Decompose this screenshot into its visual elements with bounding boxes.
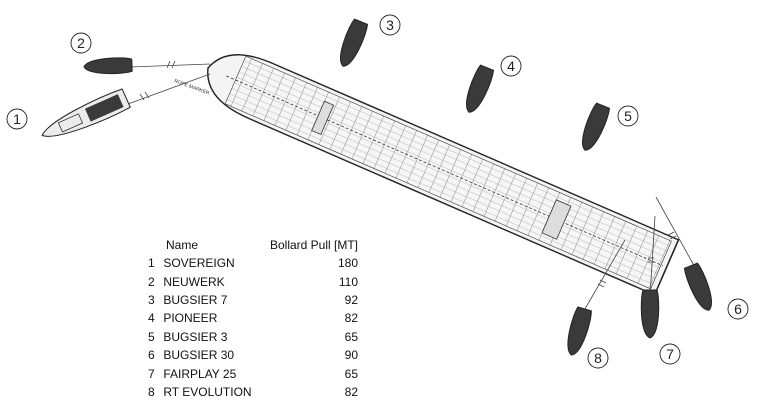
tug-name: NEUWERK bbox=[163, 274, 225, 289]
row-number: 8 bbox=[148, 384, 155, 399]
bollard-pull-value: 65 bbox=[344, 329, 358, 344]
table-row: 1 SOVEREIGN 180 bbox=[148, 254, 358, 272]
svg-text:1: 1 bbox=[13, 111, 21, 127]
bollard-pull-value: 90 bbox=[344, 348, 358, 363]
ship-engine-house bbox=[541, 199, 572, 240]
table-row: 4 PIONEER 82 bbox=[148, 309, 358, 327]
tow-line-1 bbox=[127, 73, 211, 105]
table-row: 8 RT EVOLUTION 82 bbox=[148, 383, 358, 401]
row-number: 3 bbox=[148, 292, 155, 307]
row-number: 4 bbox=[148, 311, 155, 326]
label-circle-4: 4 bbox=[500, 55, 522, 77]
row-number: 7 bbox=[148, 366, 155, 381]
label-circle-3: 3 bbox=[379, 14, 401, 36]
bollard-pull-value: 82 bbox=[344, 384, 358, 399]
table-row: 3 BUGSIER 7 92 bbox=[148, 291, 358, 309]
tow-line-8 bbox=[581, 239, 626, 315]
ship-bridge bbox=[311, 100, 335, 136]
tug-1 bbox=[41, 88, 131, 137]
tug-7 bbox=[640, 289, 660, 339]
svg-text:2: 2 bbox=[77, 35, 85, 51]
label-circle-1: 1 bbox=[6, 108, 28, 130]
ship-centerline bbox=[226, 75, 664, 267]
tug-name: RT EVOLUTION bbox=[163, 384, 252, 399]
tug-number-labels: 1 2 3 4 5 6 7 bbox=[6, 14, 749, 369]
svg-text:6: 6 bbox=[734, 301, 742, 317]
tow-line-2 bbox=[129, 63, 211, 68]
svg-text:5: 5 bbox=[624, 108, 632, 124]
bollard-pull-value: 92 bbox=[344, 292, 358, 307]
tug-name: BUGSIER 7 bbox=[163, 292, 228, 307]
row-number: 6 bbox=[148, 348, 155, 363]
svg-text:8: 8 bbox=[594, 350, 602, 366]
tow-lines bbox=[127, 60, 698, 315]
tug-3 bbox=[340, 18, 369, 67]
tug-name: BUGSIER 3 bbox=[163, 329, 228, 344]
svg-text:4: 4 bbox=[507, 58, 515, 74]
svg-text:3: 3 bbox=[386, 17, 394, 33]
row-number: 1 bbox=[148, 256, 155, 271]
tug-2 bbox=[83, 57, 133, 75]
tug-8 bbox=[567, 306, 592, 356]
row-number: 2 bbox=[148, 274, 155, 289]
tug-name: FAIRPLAY 25 bbox=[163, 366, 237, 381]
tug-name: SOVEREIGN bbox=[163, 256, 235, 271]
tow-line-7 bbox=[649, 215, 656, 297]
header-name: Name bbox=[166, 238, 199, 252]
bollard-pull-value: 180 bbox=[337, 256, 358, 271]
label-circle-2: 2 bbox=[70, 32, 92, 54]
label-circle-7: 7 bbox=[659, 343, 681, 365]
label-circle-8: 8 bbox=[587, 347, 609, 369]
container-ship bbox=[207, 54, 680, 296]
label-circle-6: 6 bbox=[727, 298, 749, 320]
tow-line-6 bbox=[655, 196, 698, 272]
header-bollard-pull: Bollard Pull [MT] bbox=[269, 238, 358, 252]
bollard-pull-value: 65 bbox=[344, 366, 358, 381]
row-number: 5 bbox=[148, 329, 155, 344]
tug-table: Name Bollard Pull [MT] 1 SOVEREIGN 180 2… bbox=[148, 236, 358, 401]
label-circle-5: 5 bbox=[617, 105, 639, 127]
table-header: Name Bollard Pull [MT] bbox=[148, 236, 358, 254]
table-row: 5 BUGSIER 3 65 bbox=[148, 328, 358, 346]
tug-4 bbox=[466, 64, 495, 113]
tug-name: BUGSIER 30 bbox=[163, 348, 235, 363]
tug-6 bbox=[683, 262, 712, 311]
svg-text:7: 7 bbox=[666, 346, 674, 362]
bollard-pull-value: 110 bbox=[338, 274, 358, 289]
bollard-pull-value: 82 bbox=[344, 311, 358, 326]
tug-5 bbox=[582, 102, 611, 151]
tug-name: PIONEER bbox=[163, 311, 218, 326]
table-row: 6 BUGSIER 30 90 bbox=[148, 346, 358, 364]
table-row: 2 NEUWERK 110 bbox=[148, 272, 358, 290]
table-row: 7 FAIRPLAY 25 65 bbox=[148, 364, 358, 382]
